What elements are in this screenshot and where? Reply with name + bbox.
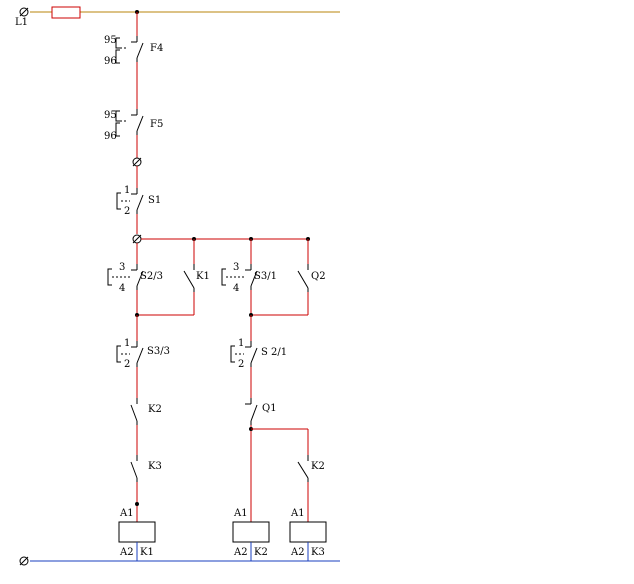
k2-contact-label: K2 [148, 404, 162, 415]
branch-k2: 3 4 S3/1 Q2 1 2 S 2/1 [221, 262, 326, 522]
k1-contact-label: K1 [196, 271, 210, 282]
coil-k3: A1 A2 K3 [289, 508, 327, 561]
terminal-neutral [19, 556, 29, 566]
f5-terminal-bottom: 96 [104, 131, 117, 142]
q2-label: Q2 [311, 271, 326, 282]
coil-k3-a2: A2 [290, 547, 305, 558]
f5-label: F5 [150, 119, 163, 130]
s1-terminal-top: 1 [124, 185, 130, 196]
s2-1-terminal-top: 1 [238, 338, 244, 349]
branch-k1: 3 4 S2/3 K1 1 2 S3/3 [107, 262, 210, 522]
main-feed: 95 96 F4 95 96 F5 [104, 12, 163, 244]
switch-s2-1: 1 2 S 2/1 [230, 338, 287, 370]
s3-1-label: S3/1 [254, 271, 277, 282]
coil-k1-label: K1 [140, 547, 154, 558]
f4-terminal-top: 95 [104, 35, 117, 46]
s3-3-label: S3/3 [147, 346, 170, 357]
switch-s1: 1 2 S1 [116, 185, 161, 217]
contact-f5: 95 96 F5 [104, 109, 163, 142]
s1-terminal-bottom: 2 [124, 206, 130, 217]
s3-3-terminal-bottom: 2 [124, 359, 130, 370]
distribution-bus [136, 237, 310, 264]
contact-f4: 95 96 F4 [104, 35, 163, 67]
s2-1-terminal-bottom: 2 [238, 359, 244, 370]
s2-1-label: S 2/1 [261, 347, 287, 358]
s2-3-label: S2/3 [140, 271, 163, 282]
coil-k3-label: K3 [311, 547, 325, 558]
contact-k3: K3 [130, 455, 162, 482]
f4-terminal-bottom: 96 [104, 56, 117, 67]
neutral-rail [19, 556, 340, 566]
contact-k1: K1 [183, 264, 210, 292]
s1-label: S1 [148, 195, 161, 206]
q1-label: Q1 [262, 403, 277, 414]
coil-k2-a1: A1 [233, 508, 248, 519]
switch-s3-3: 1 2 S3/3 [116, 338, 170, 370]
s2-3-terminal-bottom: 4 [119, 283, 125, 294]
branch-k3: K2 [297, 429, 325, 522]
s3-1-terminal-bottom: 4 [233, 283, 239, 294]
coil-k1-a2: A2 [119, 547, 134, 558]
coil-k3-a1: A1 [290, 508, 305, 519]
coil-k2-label: K2 [254, 547, 268, 558]
supply-label: L1 [15, 17, 28, 28]
terminal-l1 [19, 7, 29, 17]
s3-1-terminal-top: 3 [233, 262, 239, 273]
f5-terminal-top: 95 [104, 110, 117, 121]
coil-k2: A1 A2 K2 [232, 508, 270, 561]
s3-3-terminal-top: 1 [124, 338, 130, 349]
k3-contact-label: K3 [148, 461, 162, 472]
contact-k2-b: K2 [297, 455, 325, 482]
f4-label: F4 [150, 43, 163, 54]
contact-q1: Q1 [245, 398, 277, 425]
fuse [51, 6, 81, 19]
contact-q2: Q2 [297, 264, 326, 292]
coil-k2-a2: A2 [233, 547, 248, 558]
switch-s2-3: 3 4 S2/3 [107, 262, 163, 294]
coil-k1-a1: A1 [119, 508, 134, 519]
contact-k2: K2 [130, 398, 162, 425]
s2-3-terminal-top: 3 [119, 262, 125, 273]
switch-s3-1: 3 4 S3/1 [221, 262, 277, 294]
supply-rail: L1 [15, 6, 340, 28]
k2-contact-b-label: K2 [311, 461, 325, 472]
coil-k1: A1 A2 K1 [118, 508, 156, 561]
